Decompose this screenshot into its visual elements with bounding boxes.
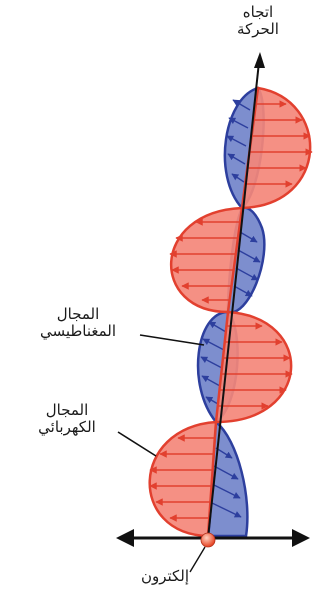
- direction-label-line1: اتجاه: [228, 4, 288, 21]
- electron-label: إلكترون: [120, 568, 210, 585]
- direction-label-line2: الحركة: [228, 21, 288, 38]
- magnetic-field-label: المجال المغناطيسي: [18, 306, 138, 341]
- magnetic-leader-line: [140, 335, 204, 345]
- electric-leader-line: [118, 432, 156, 456]
- electric-lobe-4: [150, 422, 216, 536]
- electric-label-line1: المجال: [12, 402, 122, 419]
- direction-arrowhead: [254, 52, 265, 68]
- direction-of-motion-label: اتجاه الحركة: [228, 4, 288, 39]
- magnetic-label-line1: المجال: [18, 306, 138, 323]
- electron-particle: [201, 533, 215, 547]
- magnetic-label-line2: المغناطيسي: [18, 323, 138, 340]
- electric-label-line2: الكهربائي: [12, 419, 122, 436]
- electron-label-text: إلكترون: [120, 568, 210, 585]
- electric-field-label: المجال الكهربائي: [12, 402, 122, 437]
